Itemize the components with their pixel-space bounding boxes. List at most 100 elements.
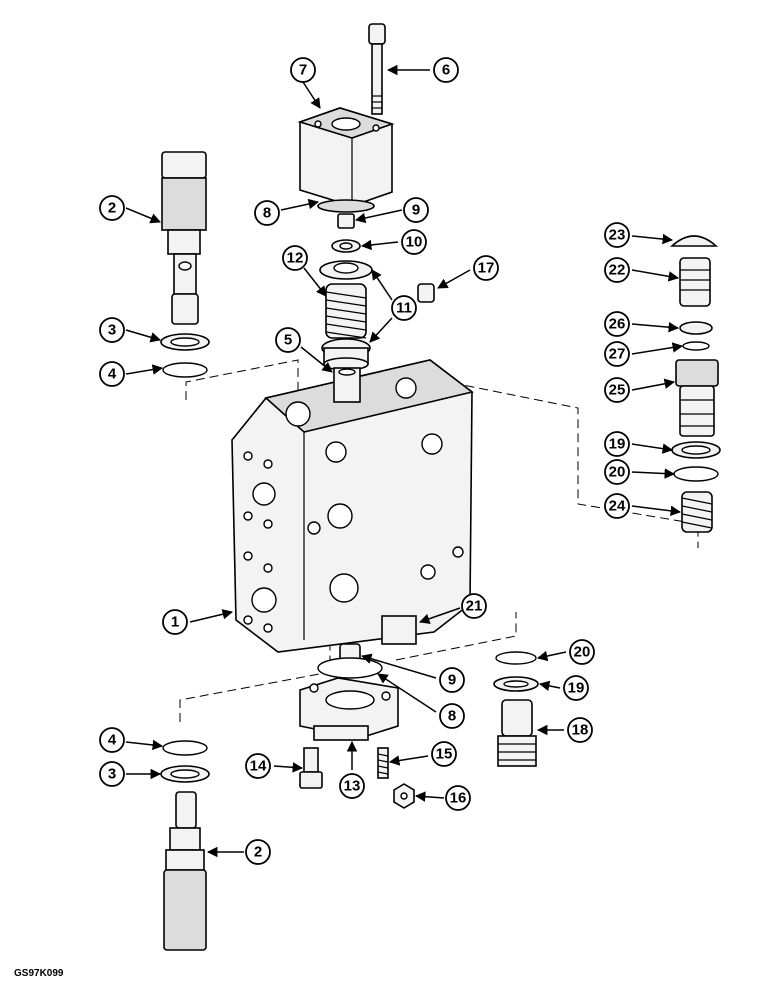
svg-text:26: 26	[609, 316, 626, 333]
o-ring-8-bottom	[317, 657, 383, 679]
o-ring-27	[682, 341, 710, 351]
callout-12: 12	[282, 245, 308, 271]
backup-ring-19-bottom	[493, 676, 539, 692]
svg-text:10: 10	[406, 234, 423, 251]
svg-text:8: 8	[448, 708, 456, 725]
valve-housing-25	[675, 359, 719, 437]
callout-22: 22	[604, 257, 630, 283]
backup-ring-3-bottom	[160, 765, 210, 783]
svg-text:11: 11	[396, 300, 412, 317]
callout-4: 4	[99, 361, 125, 387]
relief-cartridge-bottom	[163, 791, 207, 951]
callout-1: 1	[162, 609, 188, 635]
cap-23	[669, 235, 719, 247]
svg-text:5: 5	[284, 332, 292, 349]
svg-text:25: 25	[609, 382, 626, 399]
svg-text:2: 2	[254, 844, 262, 861]
callout-19: 19	[604, 431, 630, 457]
plug-22	[679, 257, 711, 307]
o-ring-4-bottom	[162, 740, 208, 756]
nut-16	[393, 783, 415, 809]
callout-6: 6	[433, 57, 459, 83]
svg-text:18: 18	[572, 722, 589, 739]
svg-text:20: 20	[574, 644, 591, 661]
callout-21: 21	[461, 593, 487, 619]
o-ring-4-top	[162, 362, 208, 378]
small-plug	[337, 213, 355, 229]
callout-26: 26	[604, 311, 630, 337]
svg-text:7: 7	[299, 62, 307, 79]
callout-4: 4	[99, 727, 125, 753]
o-ring-20-bottom	[495, 651, 537, 665]
callout-25: 25	[604, 377, 630, 403]
callout-8: 8	[439, 703, 465, 729]
svg-text:1: 1	[171, 614, 179, 631]
callout-17: 17	[473, 255, 499, 281]
solenoid-coil	[297, 107, 395, 213]
callout-3: 3	[99, 761, 125, 787]
svg-text:9: 9	[448, 672, 456, 689]
svg-text:19: 19	[568, 680, 585, 697]
check-valve-18	[497, 699, 537, 767]
spring-seat-bottom	[321, 338, 371, 371]
svg-text:20: 20	[609, 464, 626, 481]
svg-text:16: 16	[450, 790, 467, 807]
callout-2: 2	[99, 195, 125, 221]
stud-15	[377, 747, 389, 779]
o-ring-20-top	[673, 466, 719, 482]
callout-19: 19	[563, 675, 589, 701]
callout-24: 24	[604, 493, 630, 519]
callout-13: 13	[339, 773, 365, 799]
callout-20: 20	[604, 459, 630, 485]
seal-washer	[331, 239, 361, 253]
backup-ring-3-top	[160, 333, 210, 351]
svg-text:3: 3	[108, 322, 116, 339]
callout-14: 14	[245, 753, 271, 779]
callout-7: 7	[290, 57, 316, 83]
callout-2: 2	[245, 839, 271, 865]
svg-text:4: 4	[108, 732, 117, 749]
svg-text:9: 9	[412, 202, 420, 219]
mounting-bolt	[368, 23, 386, 115]
svg-text:15: 15	[436, 746, 453, 763]
washer-26	[679, 321, 713, 335]
svg-text:12: 12	[287, 250, 304, 267]
spring-24	[681, 491, 713, 533]
svg-text:27: 27	[609, 346, 626, 363]
svg-text:24: 24	[609, 498, 626, 515]
callout-10: 10	[401, 229, 427, 255]
svg-text:13: 13	[344, 778, 361, 795]
callout-23: 23	[604, 222, 630, 248]
svg-text:6: 6	[442, 62, 450, 79]
svg-text:21: 21	[466, 598, 483, 615]
svg-text:19: 19	[609, 436, 626, 453]
svg-text:3: 3	[108, 766, 116, 783]
callout-20: 20	[569, 639, 595, 665]
svg-text:14: 14	[250, 758, 267, 775]
plug-17	[417, 283, 435, 303]
callout-9: 9	[403, 197, 429, 223]
callout-9: 9	[439, 667, 465, 693]
callout-balloons: 7 6 2 8 9 10 12 17 11 3 4 5 23 22 26 27 …	[99, 57, 630, 865]
relief-cartridge-top	[161, 151, 207, 325]
spool	[333, 367, 361, 403]
svg-text:8: 8	[263, 205, 271, 222]
valve-body	[231, 359, 474, 653]
flange-13	[299, 677, 399, 741]
svg-text:22: 22	[609, 262, 626, 279]
svg-text:23: 23	[609, 227, 626, 244]
callout-3: 3	[99, 317, 125, 343]
callout-11: 11	[391, 295, 417, 321]
svg-text:4: 4	[108, 366, 117, 383]
spring	[325, 283, 367, 339]
svg-text:2: 2	[108, 200, 116, 217]
callout-15: 15	[431, 741, 457, 767]
bolt-14	[299, 747, 323, 789]
callout-16: 16	[445, 785, 471, 811]
callout-27: 27	[604, 341, 630, 367]
callout-8: 8	[254, 200, 280, 226]
backup-ring-19-top	[671, 441, 721, 459]
callout-5: 5	[275, 327, 301, 353]
figure-code: GS97K099	[14, 968, 64, 979]
